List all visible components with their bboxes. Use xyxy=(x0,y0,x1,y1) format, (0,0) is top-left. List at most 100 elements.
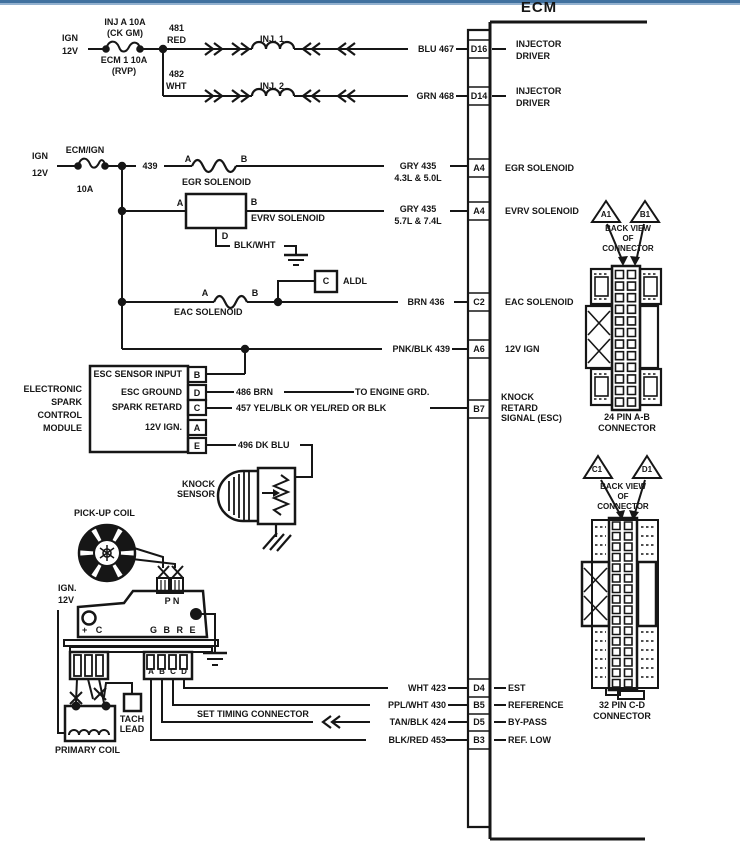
ecm-label-est: EST xyxy=(508,683,526,693)
cd-back-view-line3: CONNECTOR xyxy=(597,502,649,511)
wire-481-color: RED xyxy=(167,35,187,45)
set-timing-connector-label: SET TIMING CONNECTOR xyxy=(197,709,309,719)
ab-caption-line2: CONNECTOR xyxy=(598,423,656,433)
esc-pin-a: A xyxy=(193,423,201,433)
aldl-pin-c: C xyxy=(322,276,330,286)
eac-pin-b: B xyxy=(251,288,259,298)
esc-module-name: ELECTRONIC SPARK CONTROL MODULE xyxy=(23,384,83,433)
cd-caption-line1: 32 PIN C-D xyxy=(598,700,645,710)
ecm-pin-c2: C2 xyxy=(473,297,485,307)
ab-back-view-line3: CONNECTOR xyxy=(602,244,654,253)
top-bar-shadow xyxy=(0,3,740,5)
cd-caption-line2: CONNECTOR xyxy=(593,711,651,721)
fuse-ecm-ign-amp: 10A xyxy=(76,184,94,194)
ab-caption-line1: 24 PIN A-B xyxy=(604,412,650,422)
wire-482-color: WHT xyxy=(166,81,187,91)
esc-pin-b: B xyxy=(193,370,201,380)
module-pins-gbre: G B R E xyxy=(150,625,198,635)
esc-pin-c: C xyxy=(193,403,201,413)
ign-label-distributor: IGN. xyxy=(58,583,77,593)
ign-label-injector-feed: IGN xyxy=(62,33,79,43)
esc-row-sensor-input: ESC SENSOR INPUT xyxy=(93,369,182,379)
aldl-label: ALDL xyxy=(343,276,367,286)
ecm-pin-d5: D5 xyxy=(473,717,485,727)
esc-row-ground: ESC GROUND xyxy=(120,387,182,397)
triangle-c1-label: C1 xyxy=(591,465,603,474)
to-engine-grd-label: TO ENGINE GRD. xyxy=(355,387,430,397)
evrv-pin-b: B xyxy=(250,197,258,207)
wire-blk-wht: BLK/WHT xyxy=(234,240,276,250)
evrv-engines-note: 5.7L & 7.4L xyxy=(394,216,442,226)
evrv-pin-d: D xyxy=(221,231,229,241)
evrv-pin-a: A xyxy=(176,198,184,208)
wire-pnk-blk-439: PNK/BLK 439 xyxy=(384,344,450,354)
pickup-coil-symbol xyxy=(77,523,184,594)
connector-ab-symbol xyxy=(584,199,663,412)
tach-lead-label: TACH LEAD xyxy=(119,714,145,734)
ecm-pin-d16: D16 xyxy=(470,44,488,54)
injector-1-label: INJ. 1 xyxy=(259,34,284,44)
eac-pin-a: A xyxy=(201,288,209,298)
ecm-label-eac-solenoid: EAC SOLENOID xyxy=(505,297,574,307)
egr-circuit xyxy=(57,157,469,349)
ecm-label-injector-driver-2: INJECTOR DRIVER xyxy=(516,86,562,108)
ecm-label-12v-ign: 12V IGN xyxy=(505,344,540,354)
injector-2-label: INJ. 2 xyxy=(259,81,284,91)
egr-engines-note: 4.3L & 5.0L xyxy=(394,173,442,183)
conn-pin-a: A xyxy=(148,667,154,676)
primary-coil-circuit xyxy=(57,610,143,743)
ecm-pin-a4-egr: A4 xyxy=(473,163,485,173)
egr-pin-a: A xyxy=(184,154,192,164)
module-pins-pn: P N xyxy=(164,596,180,606)
module-pins-plus-c: + C xyxy=(82,625,106,635)
egr-solenoid-label: EGR SOLENOID xyxy=(182,177,252,187)
ecm-label-reference: REFERENCE xyxy=(508,700,564,710)
ecm-pin-b5: B5 xyxy=(473,700,485,710)
primary-coil-label: PRIMARY COIL xyxy=(55,745,121,755)
wire-blu-467: BLU 467 xyxy=(417,44,454,54)
egr-pin-b: B xyxy=(240,154,248,164)
knock-sensor-symbol xyxy=(216,466,297,552)
fuse-inj-a-label: INJ A 10A xyxy=(104,17,146,27)
ecm-pin-d4: D4 xyxy=(473,683,485,693)
ecm-pin-a6: A6 xyxy=(473,344,485,354)
top-bar xyxy=(0,0,740,3)
fuse-inj-a-note: (CK GM) xyxy=(107,28,143,38)
wire-486-brn: 486 BRN xyxy=(236,387,274,397)
cd-back-view-line2: OF xyxy=(617,492,629,501)
ecm-pin-b7: B7 xyxy=(473,404,485,414)
wire-457-yel-blk: 457 YEL/BLK OR YEL/RED OR BLK xyxy=(236,403,387,413)
esc-pin-d: D xyxy=(193,388,201,398)
triangle-d1-label: D1 xyxy=(641,465,653,474)
ecm-label-knock-retard: KNOCK RETARD SIGNAL (ESC) xyxy=(501,392,562,423)
ign-volts-injector-feed: 12V xyxy=(62,46,79,56)
ecm-pin-d14: D14 xyxy=(470,91,488,101)
ecm-label-injector-driver-1: INJECTOR DRIVER xyxy=(516,39,562,61)
connector-cd-symbol xyxy=(580,454,663,700)
conn-pin-d: D xyxy=(181,667,187,676)
wire-gry-435-egr: GRY 435 xyxy=(386,161,450,171)
triangle-a1-label: A1 xyxy=(600,210,612,219)
esc-row-12v-ign: 12V IGN. xyxy=(144,422,182,432)
wire-brn-436: BRN 436 xyxy=(400,297,452,307)
ecm-label-by-pass: BY-PASS xyxy=(508,717,547,727)
ab-back-view-line1: BACK VIEW xyxy=(605,224,651,233)
evrv-solenoid-label: EVRV SOLENOID xyxy=(251,213,325,223)
conn-pin-c: C xyxy=(170,667,176,676)
ecm-pin-b3: B3 xyxy=(473,735,485,745)
triangle-b1-label: B1 xyxy=(639,210,651,219)
fuse-ecm1-label: ECM 1 10A xyxy=(100,55,148,65)
knock-sensor-label: KNOCK SENSOR xyxy=(176,479,215,499)
evrv-circuit xyxy=(117,192,469,266)
wire-496-dk-blu: 496 DK BLU xyxy=(238,440,290,450)
wire-gry-435-evrv: GRY 435 xyxy=(386,204,450,214)
ignition-module-symbol xyxy=(63,589,227,681)
ecm-label-evrv-solenoid: EVRV SOLENOID xyxy=(505,206,579,216)
ign-feed-wire xyxy=(122,344,469,375)
esc-pin-e: E xyxy=(193,441,200,451)
ecm-outline xyxy=(466,20,647,841)
esc-module-box xyxy=(88,364,469,478)
wire-481-number: 481 xyxy=(169,23,185,33)
